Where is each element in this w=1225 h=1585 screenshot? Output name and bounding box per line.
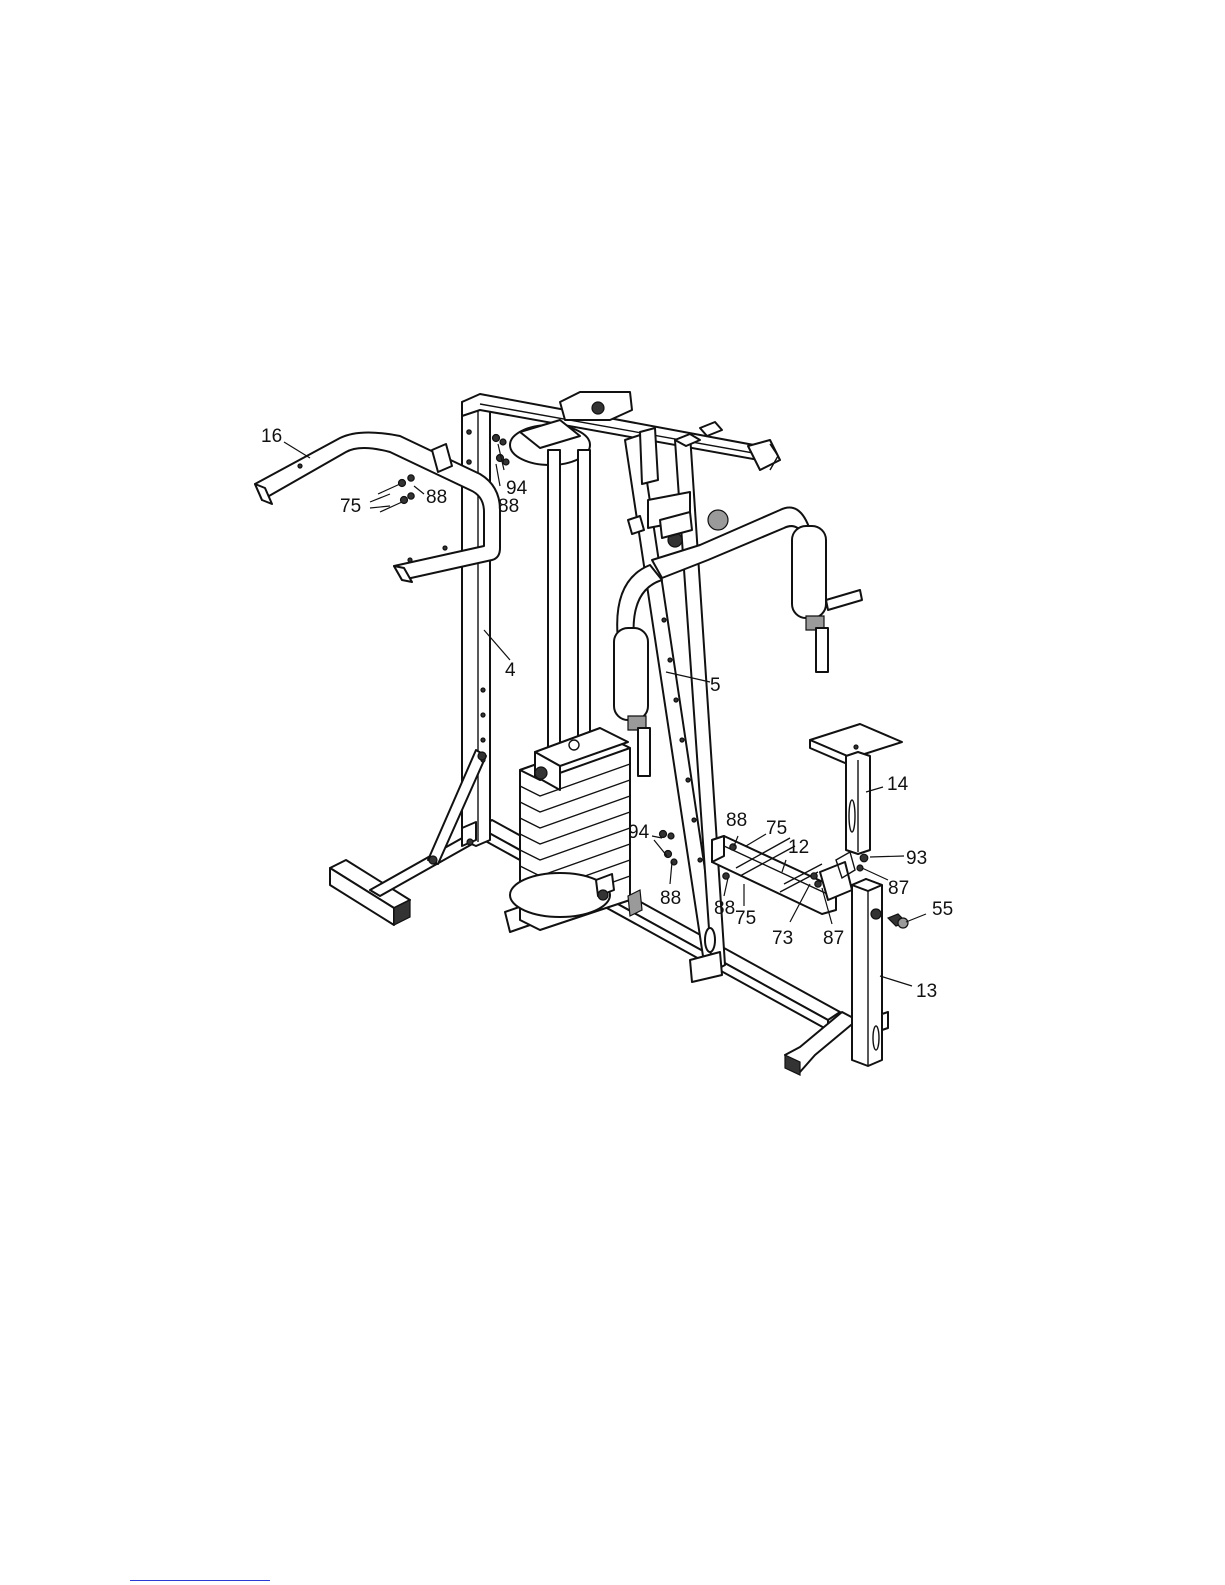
label-88d: 88	[660, 888, 681, 909]
label-88a: 88	[426, 487, 447, 508]
label-12: 12	[788, 837, 809, 858]
label-94b: 94	[628, 822, 650, 843]
label-73: 73	[772, 928, 793, 949]
label-16: 16	[261, 426, 282, 447]
label-93: 93	[906, 848, 927, 869]
footnote-rule	[130, 1580, 270, 1581]
label-75a: 75	[340, 496, 361, 517]
label-4: 4	[505, 660, 516, 681]
guide-rods	[510, 420, 590, 750]
label-5: 5	[710, 675, 721, 696]
label-87a: 87	[888, 878, 909, 899]
label-75b: 75	[766, 818, 787, 839]
label-88b: 88	[498, 496, 519, 517]
label-13: 13	[916, 981, 937, 1002]
part-13-post	[852, 879, 908, 1066]
label-75c: 75	[735, 908, 756, 929]
label-87b: 87	[823, 928, 844, 949]
label-14: 14	[887, 774, 909, 795]
top-beam	[462, 392, 780, 470]
weight-stack	[510, 728, 642, 930]
label-55: 55	[932, 899, 953, 920]
part-labels: 16 75 88 94 88 4 5 14 88 75 12 94 93 87 …	[261, 426, 953, 1002]
label-88c: 88	[726, 810, 747, 831]
label-88e: 88	[714, 898, 735, 919]
